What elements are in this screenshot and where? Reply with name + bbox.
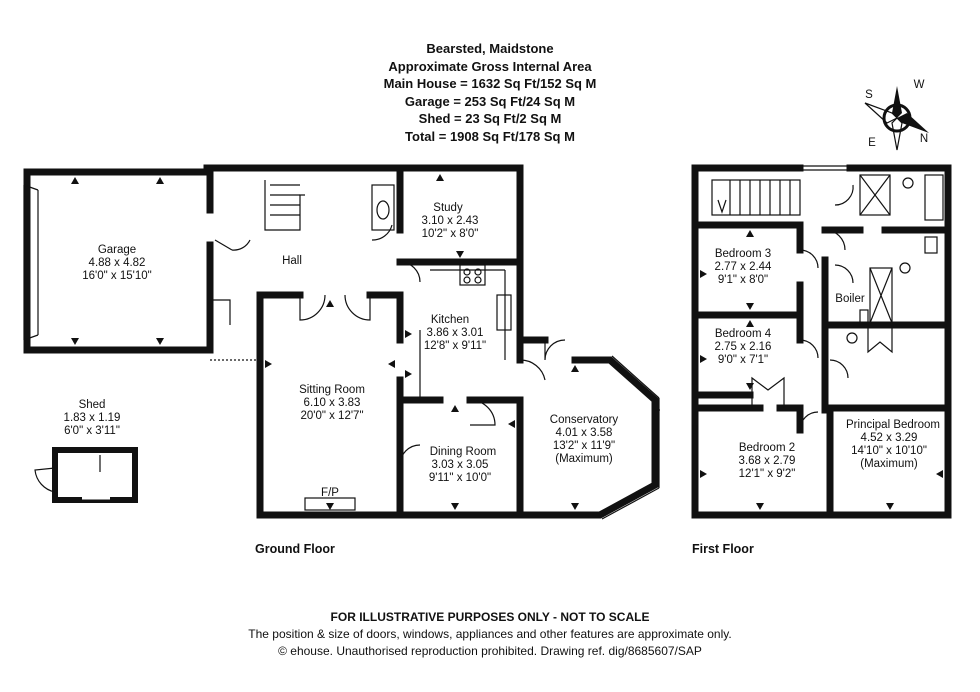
footer-approximate-note: The position & size of doors, windows, a… xyxy=(248,627,732,641)
shed-imperial: 6'0" x 3'11" xyxy=(64,425,120,437)
principal-bedroom-name: Principal Bedroom xyxy=(846,419,940,431)
shed-name: Shed xyxy=(79,399,106,411)
compass-n-label: N xyxy=(920,133,928,145)
kitchen-imperial: 12'8" x 9'11" xyxy=(424,340,486,352)
compass-w-label: W xyxy=(914,79,925,91)
principal-bedroom-note: (Maximum) xyxy=(860,458,918,470)
boiler-label: Boiler xyxy=(835,293,865,305)
conservatory-name: Conservatory xyxy=(550,414,619,426)
kitchen-metric: 3.86 x 3.01 xyxy=(427,327,484,339)
sitting-room-name: Sitting Room xyxy=(299,384,365,396)
conservatory-note: (Maximum) xyxy=(555,453,613,465)
bedroom-3-name: Bedroom 3 xyxy=(715,248,771,260)
header-garage-area: Garage = 253 Sq Ft/24 Sq M xyxy=(404,93,576,109)
footer-copyright-note: © ehouse. Unauthorised reproduction proh… xyxy=(278,644,702,658)
principal-bedroom-imperial: 14'10" x 10'10" xyxy=(851,445,927,457)
shed-label: Shed 1.83 x 1.19 6'0" x 3'11" xyxy=(64,399,121,437)
sitting-room-imperial: 20'0" x 12'7" xyxy=(300,410,363,422)
header-shed-area: Shed = 23 Sq Ft/2 Sq M xyxy=(418,111,562,126)
shed-metric: 1.83 x 1.19 xyxy=(64,412,121,424)
bedroom-4-metric: 2.75 x 2.16 xyxy=(715,341,772,353)
ground-floor-caption: Ground Floor xyxy=(255,542,335,556)
bedroom-4-label: Bedroom 4 2.75 x 2.16 9'0" x 7'1" xyxy=(715,328,772,366)
study-metric: 3.10 x 2.43 xyxy=(422,215,479,227)
conservatory-imperial: 13'2" x 11'9" xyxy=(553,440,615,452)
dining-room-metric: 3.03 x 3.05 xyxy=(432,459,489,471)
header-total-area: Total = 1908 Sq Ft/178 Sq M xyxy=(405,128,575,144)
dining-room-name: Dining Room xyxy=(430,446,496,458)
sitting-room-metric: 6.10 x 3.83 xyxy=(304,397,361,409)
garage-label: Garage 4.88 x 4.82 16'0" x 15'10" xyxy=(82,244,151,282)
bedroom-3-imperial: 9'1" x 8'0" xyxy=(718,274,768,286)
kitchen-name: Kitchen xyxy=(431,314,469,326)
header-main-house-area: Main House = 1632 Sq Ft/152 Sq M xyxy=(383,76,597,91)
study-name: Study xyxy=(433,202,463,214)
window-markers xyxy=(71,174,943,510)
garage-imperial: 16'0" x 15'10" xyxy=(82,270,151,282)
sitting-room-label: Sitting Room 6.10 x 3.83 20'0" x 12'7" xyxy=(299,384,365,422)
floorplan-header: Bearsted, Maidstone Approximate Gross In… xyxy=(0,40,980,145)
bedroom-4-imperial: 9'0" x 7'1" xyxy=(718,354,768,366)
conservatory-metric: 4.01 x 3.58 xyxy=(556,427,613,439)
dining-room-imperial: 9'11" x 10'0" xyxy=(429,472,491,484)
compass-s-label: S xyxy=(865,89,873,101)
fireplace-label: F/P xyxy=(321,487,339,499)
compass-e-label: E xyxy=(868,137,876,149)
compass-icon: S W E N xyxy=(864,79,929,151)
bedroom-2-metric: 3.68 x 2.79 xyxy=(739,455,796,467)
disclaimer-footer: FOR ILLUSTRATIVE PURPOSES ONLY - NOT TO … xyxy=(0,609,980,660)
study-label: Study 3.10 x 2.43 10'2" x 8'0" xyxy=(422,202,479,240)
bedroom-3-metric: 2.77 x 2.44 xyxy=(715,261,773,273)
footer-illustrative-note: FOR ILLUSTRATIVE PURPOSES ONLY - NOT TO … xyxy=(330,610,650,624)
bedroom-2-label: Bedroom 2 3.68 x 2.79 12'1" x 9'2" xyxy=(739,442,796,480)
principal-bedroom-label: Principal Bedroom 4.52 x 3.29 14'10" x 1… xyxy=(846,419,940,470)
kitchen-label: Kitchen 3.86 x 3.01 12'8" x 9'11" xyxy=(424,314,486,352)
first-floor-walls xyxy=(691,164,952,519)
dining-room-label: Dining Room 3.03 x 3.05 9'11" x 10'0" xyxy=(429,446,496,484)
shed-outline xyxy=(34,447,138,503)
hall-name: Hall xyxy=(282,255,302,267)
bedroom-2-imperial: 12'1" x 9'2" xyxy=(739,468,796,480)
ground-floor-fixtures xyxy=(23,180,660,520)
first-floor-caption: First Floor xyxy=(692,542,754,556)
conservatory-label: Conservatory 4.01 x 3.58 13'2" x 11'9" (… xyxy=(550,414,619,465)
principal-bedroom-metric: 4.52 x 3.29 xyxy=(861,432,918,444)
garage-metric: 4.88 x 4.82 xyxy=(89,257,146,269)
first-floor-fixtures xyxy=(692,165,951,500)
header-area-title: Approximate Gross Internal Area xyxy=(388,58,592,74)
bedroom-2-name: Bedroom 2 xyxy=(739,442,795,454)
bedroom-4-name: Bedroom 4 xyxy=(715,328,772,340)
bedroom-3-label: Bedroom 3 2.77 x 2.44 9'1" x 8'0" xyxy=(715,248,773,286)
study-imperial: 10'2" x 8'0" xyxy=(422,228,479,240)
garage-name: Garage xyxy=(98,244,136,256)
header-address: Bearsted, Maidstone xyxy=(426,41,554,56)
